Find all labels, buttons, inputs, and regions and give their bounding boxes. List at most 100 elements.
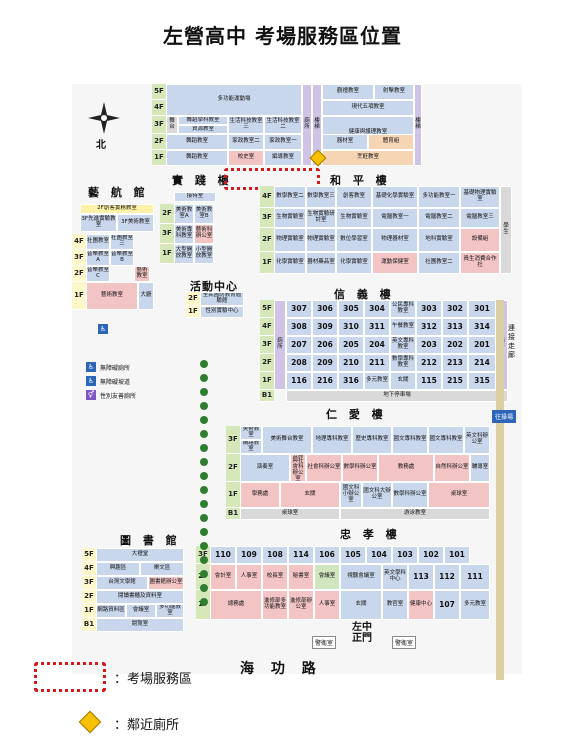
room: 基礎物理實驗室 xyxy=(460,186,500,208)
compass-label: 北 xyxy=(96,140,106,151)
room: 編導教室 xyxy=(264,150,302,166)
floor-label: B1 xyxy=(226,508,240,520)
room: 閱讀書櫃及資料室 xyxy=(96,590,184,604)
tree-icon xyxy=(200,556,208,564)
room: 英文科辦公室 xyxy=(464,426,490,454)
floor-label: 5F xyxy=(152,84,166,100)
room: 大廳 xyxy=(138,282,154,310)
classroom: 多元教室 xyxy=(364,372,390,390)
room: 基礎化學實驗室 xyxy=(372,186,418,208)
floor-label: 1F xyxy=(82,604,96,618)
room: 家政教室二 xyxy=(228,134,264,150)
classroom: 115 xyxy=(416,372,442,390)
room: 藝術科辦公室 xyxy=(194,224,214,244)
building-name: 信 義 樓 xyxy=(334,288,395,301)
floor-label: 4F xyxy=(260,186,274,208)
room: 美術教室B xyxy=(194,204,214,224)
restroom: 廁所 xyxy=(302,84,312,166)
classroom: 104 xyxy=(366,546,392,564)
classroom: 108 xyxy=(262,546,288,564)
classroom: 205 xyxy=(338,336,364,354)
room: 運動保健室 xyxy=(372,252,418,274)
room: 國文科大辦公室 xyxy=(362,482,392,508)
room: 物理實驗室 xyxy=(306,228,336,252)
building-name: 藝 航 館 xyxy=(88,186,149,199)
room: 美術舞台教室 xyxy=(262,426,312,454)
room: 網路資料區 xyxy=(96,604,126,618)
classroom: 102 xyxy=(418,546,444,564)
classroom: 午餐教室 xyxy=(390,318,416,336)
room: 學務處 xyxy=(240,482,280,508)
room: 玄關 xyxy=(280,482,340,508)
room: 學生 xyxy=(500,186,512,274)
classroom: 105 xyxy=(340,546,366,564)
classroom: 306 xyxy=(312,300,338,318)
classroom: 302 xyxy=(442,300,468,318)
campus-map: 北 5F 4F 3F 2F 1F 多功能運動場 舞台 舞蹈學科教室 資源教室 生… xyxy=(72,84,522,680)
room: 觀禮教室 xyxy=(322,84,374,100)
room: 國文專科教室 xyxy=(428,426,464,454)
classroom: 216 xyxy=(312,372,338,390)
classroom: 310 xyxy=(338,318,364,336)
floor-label: 1F xyxy=(152,150,166,166)
accessible-ramp-icon: ♿ xyxy=(86,376,96,386)
floor-label: 1F xyxy=(72,282,86,310)
room: 歷史專科教室 xyxy=(352,426,392,454)
classroom: 110 xyxy=(210,546,236,564)
floor-label: 2F xyxy=(82,590,96,604)
classroom: 301 xyxy=(468,300,496,318)
floor-label: 3F xyxy=(72,250,86,266)
road-name: 海 功 路 xyxy=(240,661,322,677)
room: 多功能教室一 xyxy=(418,186,460,208)
classroom: 313 xyxy=(442,318,468,336)
room: 多功能教室 xyxy=(156,604,184,618)
floor-label: 1F xyxy=(260,372,274,390)
room: 桌球室 xyxy=(428,482,490,508)
room: 多元教室 xyxy=(460,590,490,620)
classroom: 數學專科教室 xyxy=(390,354,416,372)
room: 地理專科教室 xyxy=(312,426,352,454)
classroom: 公民專科教室 xyxy=(390,300,416,318)
floor-label: B1 xyxy=(82,618,96,632)
room: 家政教室一 xyxy=(264,134,302,150)
room: 音樂教室A xyxy=(86,250,110,266)
room: 射擊教室 xyxy=(374,84,414,100)
room: 教務處 xyxy=(378,454,434,482)
room: 音樂教室B xyxy=(110,250,134,266)
classroom: 305 xyxy=(338,300,364,318)
tree-icon xyxy=(200,570,208,578)
room: 數位學習室 xyxy=(336,228,372,252)
classroom: 311 xyxy=(364,318,390,336)
classroom: 英文專科教室 xyxy=(390,336,416,354)
classroom: 214 xyxy=(468,354,496,372)
floor-label: 3F xyxy=(82,576,96,590)
tree-icon xyxy=(200,360,208,368)
room: 資源教室 xyxy=(178,125,228,134)
room: 藝術教室 xyxy=(134,266,150,282)
accessible-restroom-icon: ♿ xyxy=(86,362,96,372)
floor-label: 4F xyxy=(260,318,274,336)
classroom: 307 xyxy=(286,300,312,318)
room: 網路教室 xyxy=(240,440,262,454)
room: 地科實驗室 xyxy=(418,228,460,252)
classroom: 315 xyxy=(468,372,496,390)
floor-label: 2F xyxy=(152,134,166,150)
room: 音樂教室C xyxy=(86,266,110,282)
accessible-icon: ♿ xyxy=(98,324,108,334)
room: 社團教室三 xyxy=(110,234,134,250)
classroom: 204 xyxy=(364,336,390,354)
classroom: 312 xyxy=(416,318,442,336)
legend-service-area-swatch xyxy=(34,662,106,692)
map-legend-item: 性別友善廁所 xyxy=(100,393,137,400)
room: 社會科辦公室 xyxy=(306,454,342,482)
room: 器材室 xyxy=(322,134,368,150)
room: 會議室 xyxy=(314,564,340,590)
room: 美術教室 xyxy=(240,426,262,440)
room: 現代五項教室 xyxy=(322,100,414,116)
compass-icon xyxy=(88,102,120,134)
room: 生活科技教室二 xyxy=(264,116,302,134)
classroom: 212 xyxy=(416,354,442,372)
room: 玄關 xyxy=(340,590,382,620)
room: 人事室 xyxy=(314,590,340,620)
floor-label: 4F xyxy=(152,100,166,116)
